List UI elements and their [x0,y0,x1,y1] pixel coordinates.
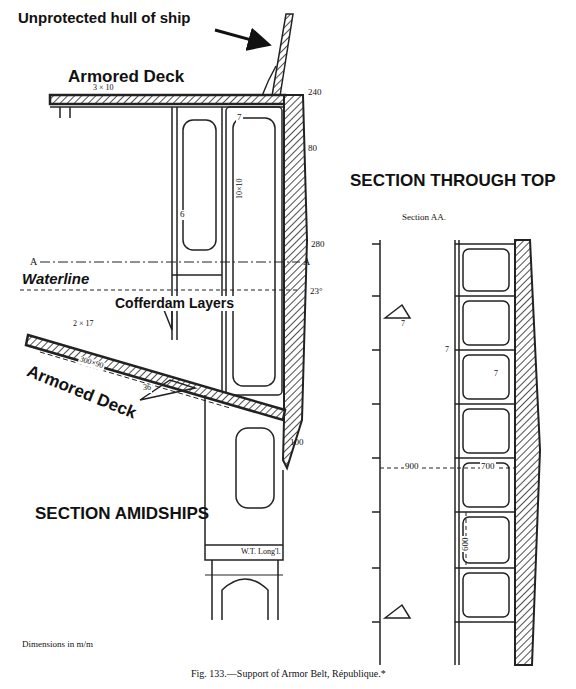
dimension: 2 × 17 [72,320,95,329]
frame-rib [455,621,515,623]
callout-number: 7 [493,370,499,379]
part-label: Armored Deck [68,68,184,87]
waterline-label: Waterline [22,271,89,288]
frame-rib [455,511,515,513]
dimension: 100 [290,438,304,448]
section-label: Section AA. [402,213,446,223]
dimension: 3 × 10 [92,84,115,93]
frame-tick [372,511,380,513]
lightening-hole [463,409,509,453]
callout-number: 7 [400,320,406,329]
frame-rib [455,349,515,351]
part-label: W.T. Long'l. [240,548,282,557]
units-note: Dimensions in m/m [22,640,93,650]
section-mark: A [30,256,37,267]
dimension: 280 [311,240,325,250]
callout-number: 7 [444,346,450,355]
frame-tick [372,295,380,297]
section-title: SECTION AMIDSHIPS [35,505,209,524]
frame-rib [455,243,515,245]
lightening-hole [463,573,509,617]
figure-caption: Fig. 133.—Support of Armor Belt, Républi… [191,668,386,679]
frame-tick [372,243,380,245]
section-title: SECTION THROUGH TOP [350,172,556,191]
dimension: 80 [308,144,317,154]
frame-rib [455,567,515,569]
part-label: Unprotected hull of ship [18,10,191,27]
part-label: Cofferdam Layers [114,296,235,311]
lightening-hole [463,301,509,345]
callout-number: 6 [179,210,186,220]
dimension: 700 [480,462,496,472]
frame-rib [455,403,515,405]
lightening-hole [463,355,509,399]
frame-rib [455,457,515,459]
lightening-hole [463,463,509,507]
dimension: 36 [142,384,152,393]
dimension: 240 [308,88,322,98]
frame-rib [455,295,515,297]
dimension: 23° [310,287,323,297]
section-mark: A [303,256,310,267]
frame-tick [372,567,380,569]
frame-tick [372,403,380,405]
dimension: 600 [461,537,471,553]
frame-tick [372,621,380,623]
dimension: 900 [404,462,420,472]
frame-tick [372,457,380,459]
dimension: 10×10 [236,177,245,200]
callout-number: 7 [236,113,243,123]
lightening-hole [463,249,509,291]
frame-tick [372,349,380,351]
